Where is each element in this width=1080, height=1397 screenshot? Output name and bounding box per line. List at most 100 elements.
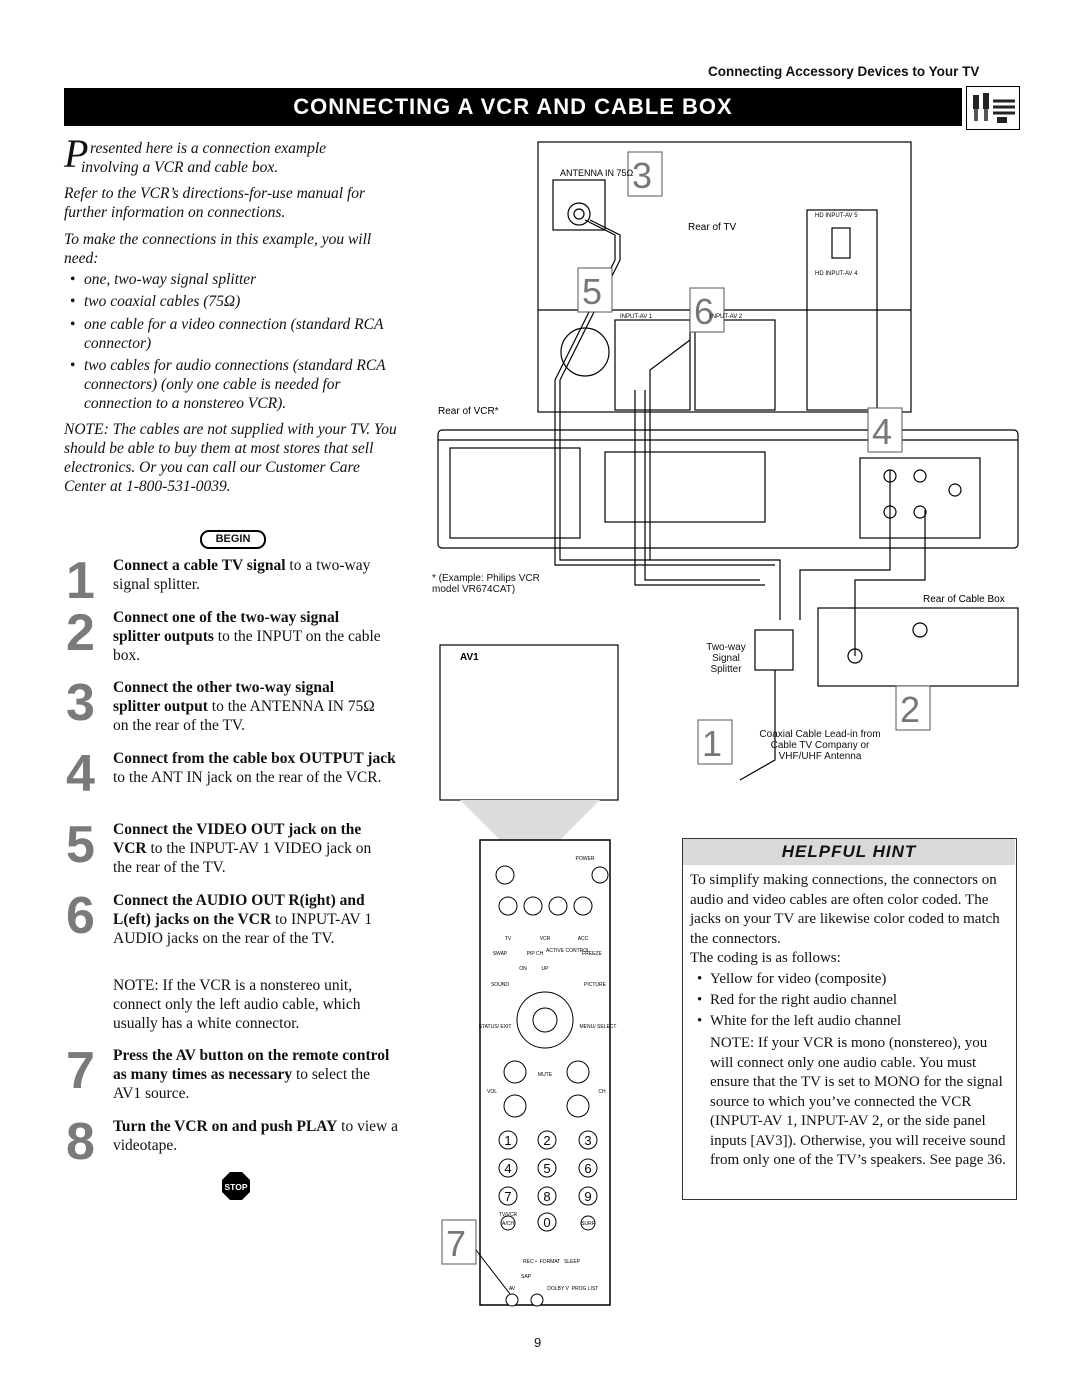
svg-text:7: 7	[446, 1223, 466, 1264]
svg-text:STOP: STOP	[225, 1182, 248, 1192]
svg-text:SAP: SAP	[521, 1274, 532, 1280]
remote-control: POWER TV VCR ACC SWAP PIP CH ACTIVE CONT…	[441, 800, 617, 1307]
list-item: one, two-way signal splitter	[70, 270, 394, 289]
svg-text:ACC: ACC	[578, 936, 589, 942]
step-8-text: Turn the VCR on and push PLAY to view a …	[113, 1118, 398, 1154]
svg-text:SLEEP: SLEEP	[564, 1259, 581, 1265]
splitter-icon	[754, 629, 794, 671]
cable-box-rear	[817, 607, 1019, 687]
svg-text:9: 9	[584, 1189, 591, 1204]
svg-text:2: 2	[543, 1133, 550, 1148]
svg-text:MENU/ SELECT: MENU/ SELECT	[580, 1024, 617, 1030]
connection-diagram: 3 5 6 4 2 1 ANTENNA IN 75Ω Rear of TV HD…	[437, 141, 1019, 801]
step-7-text: Press the AV button on the remote contro…	[113, 1047, 390, 1102]
vcr-jack-panel	[859, 457, 981, 539]
svg-text:3: 3	[584, 1133, 591, 1148]
step-6-text: Connect the AUDIO OUT R(ight) and L(eft)…	[113, 892, 373, 947]
svg-text:2: 2	[900, 689, 920, 730]
vcr-example-note: * (Example: Philips VCR model VR674CAT)	[432, 573, 540, 595]
step-number: 8	[66, 1113, 95, 1171]
step-1-text: Connect a cable TV signal to a two-way s…	[113, 557, 371, 593]
svg-text:7: 7	[504, 1189, 511, 1204]
svg-text:UP: UP	[542, 966, 550, 972]
stop-sign-icon: STOP	[222, 1172, 250, 1205]
svg-text:6: 6	[584, 1161, 591, 1176]
step-6-note: NOTE: If the VCR is a nonstereo unit, co…	[113, 977, 361, 1032]
coax-label: Coaxial Cable Lead-in from Cable TV Comp…	[759, 729, 881, 762]
step-number: 1	[66, 552, 95, 610]
step-3-text: Connect the other two-way signal splitte…	[113, 679, 375, 734]
splitter-label: Two-way Signal Splitter	[706, 642, 746, 675]
step-number: 7	[66, 1042, 95, 1100]
svg-text:6: 6	[694, 291, 714, 332]
drop-cap: P	[64, 131, 89, 176]
svg-text:8: 8	[543, 1189, 550, 1204]
svg-text:AV1: AV1	[460, 652, 479, 663]
intro-line-1: resented here is a connection example	[90, 140, 327, 157]
hint-paragraph: To simplify making connections, the conn…	[690, 872, 1000, 947]
svg-text:Rear of VCR*: Rear of VCR*	[438, 406, 499, 417]
svg-text:MUTE: MUTE	[538, 1072, 553, 1078]
step-number: 2	[66, 604, 95, 662]
intro-refer: Refer to the VCR’s directions-for-use ma…	[64, 185, 366, 221]
vga-port-icon	[831, 227, 851, 259]
section-header: Connecting Accessory Devices to Your TV	[708, 64, 980, 79]
svg-text:PIP CH: PIP CH	[527, 951, 544, 957]
list-item: White for the left audio channel	[697, 1011, 901, 1031]
cable-connectors-icon	[966, 86, 1020, 130]
svg-text:DOLBY V: DOLBY V	[547, 1286, 569, 1292]
svg-text:ON: ON	[519, 966, 527, 972]
step-number: 4	[66, 745, 95, 803]
av1-screen	[439, 644, 619, 801]
step-number: 5	[66, 816, 95, 874]
list-item: Yellow for video (composite)	[697, 969, 886, 989]
intro-line-2: involving a VCR and cable box.	[81, 159, 279, 176]
helpful-hint-box	[682, 838, 1017, 1200]
page-number: 9	[534, 1335, 542, 1350]
svg-text:Rear of Cable Box: Rear of Cable Box	[923, 594, 1005, 605]
svg-text:3: 3	[632, 155, 652, 196]
begin-badge: BEGIN	[200, 530, 266, 549]
tv-rear-panel	[537, 141, 912, 413]
svg-text:STATUS/ EXIT: STATUS/ EXIT	[479, 1024, 512, 1030]
vcr-body	[437, 429, 1019, 549]
antenna-jack-icon	[567, 202, 591, 226]
svg-text:VCR: VCR	[540, 936, 551, 942]
page-title: CONNECTING A VCR AND CABLE BOX	[293, 94, 733, 119]
svg-text:REC •: REC •	[523, 1259, 537, 1265]
svg-text:SWAP: SWAP	[493, 951, 508, 957]
svg-text:INPUT-AV 2: INPUT-AV 2	[710, 314, 743, 320]
step-number: 6	[66, 887, 95, 945]
list-item: two coaxial cables (75Ω)	[70, 292, 394, 311]
svg-text:TV/VCR: TV/VCR	[499, 1212, 518, 1218]
svg-text:Rear of TV: Rear of TV	[688, 222, 736, 233]
step-number: 3	[66, 674, 95, 732]
list-item: two cables for audio connections (standa…	[70, 356, 396, 413]
svg-text:5: 5	[543, 1161, 550, 1176]
svg-text:SOUND: SOUND	[491, 982, 509, 988]
title-bar: CONNECTING A VCR AND CABLE BOX	[64, 88, 962, 126]
antenna-in-box	[552, 179, 606, 231]
cable-output-jack	[912, 622, 928, 638]
svg-text:0: 0	[543, 1215, 550, 1230]
svg-text:4: 4	[872, 411, 892, 452]
svg-text:1: 1	[702, 723, 722, 764]
speaker-icon	[560, 327, 610, 377]
list-item: Red for the right audio channel	[697, 990, 897, 1010]
svg-text:PROG LIST: PROG LIST	[572, 1286, 599, 1292]
svg-text:SURF: SURF	[581, 1221, 595, 1227]
svg-text:POWER: POWER	[576, 856, 595, 862]
svg-text:CH: CH	[598, 1089, 606, 1095]
svg-text:FREEZE: FREEZE	[582, 951, 602, 957]
intro-note: NOTE: The cables are not supplied with y…	[64, 421, 397, 495]
svg-text:HD INPUT-AV 4: HD INPUT-AV 4	[815, 271, 858, 277]
svg-text:A/CH: A/CH	[502, 1221, 514, 1227]
intro-need: To make the connections in this example,…	[64, 231, 372, 267]
hint-coding: The coding is as follows:	[690, 950, 841, 966]
svg-text:VOL: VOL	[487, 1089, 497, 1095]
hint-heading: HELPFUL HINT	[683, 839, 1015, 865]
svg-text:INPUT-AV 1: INPUT-AV 1	[620, 314, 653, 320]
hint-note: NOTE: If your VCR is mono (nonstereo), y…	[710, 1035, 1006, 1168]
svg-text:5: 5	[582, 271, 602, 312]
list-item: one cable for a video connection (standa…	[70, 315, 396, 353]
